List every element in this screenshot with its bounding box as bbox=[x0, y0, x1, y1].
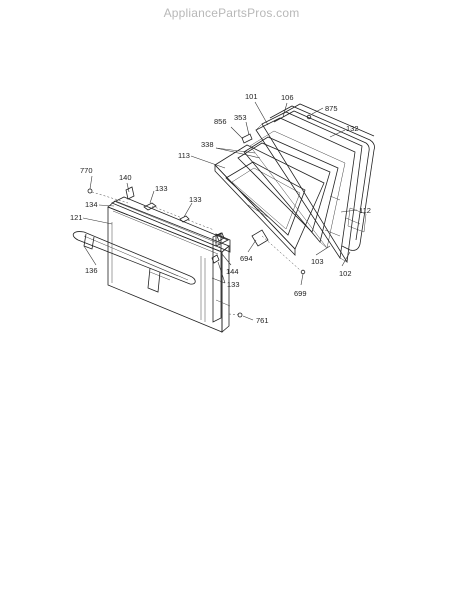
inner-window-frame bbox=[214, 144, 325, 256]
callout-856: 856 bbox=[214, 117, 227, 126]
leader-lines bbox=[82, 101, 358, 321]
alignment-lines bbox=[91, 191, 301, 316]
callout-132: 132 bbox=[346, 124, 359, 133]
callout-136: 136 bbox=[85, 266, 98, 275]
door-top-trim bbox=[111, 186, 229, 247]
callout-103: 103 bbox=[311, 257, 324, 266]
callout-106: 106 bbox=[281, 93, 294, 102]
door-gasket bbox=[269, 103, 375, 251]
callout-112: 112 bbox=[359, 206, 371, 215]
callout-133-lower: 133 bbox=[227, 280, 240, 289]
callout-133-middle: 133 bbox=[189, 195, 202, 204]
part-callouts: 101 106 875 856 353 132 338 113 770 140 … bbox=[70, 92, 371, 325]
callout-353: 353 bbox=[234, 113, 247, 122]
callout-144: 144 bbox=[226, 267, 239, 276]
outer-door-panel bbox=[107, 200, 230, 333]
inner-glass-layers bbox=[237, 130, 346, 249]
site-watermark: AppliancePartsPros.com bbox=[163, 6, 300, 20]
callout-699: 699 bbox=[294, 289, 307, 298]
door-liner bbox=[255, 111, 363, 264]
door-handle bbox=[72, 231, 196, 293]
small-hardware-parts bbox=[87, 114, 312, 318]
callout-875: 875 bbox=[325, 104, 338, 113]
callout-102: 102 bbox=[339, 269, 352, 278]
callout-694: 694 bbox=[240, 254, 253, 263]
callout-761: 761 bbox=[256, 316, 269, 325]
callout-140: 140 bbox=[119, 173, 132, 182]
callout-121: 121 bbox=[70, 213, 83, 222]
callout-133-upper: 133 bbox=[155, 184, 168, 193]
callout-101: 101 bbox=[245, 92, 258, 101]
callout-134: 134 bbox=[85, 200, 98, 209]
callout-113: 113 bbox=[178, 151, 190, 160]
callout-770: 770 bbox=[80, 166, 93, 175]
side-hinge-bracket bbox=[212, 232, 231, 323]
callout-338: 338 bbox=[201, 140, 214, 149]
